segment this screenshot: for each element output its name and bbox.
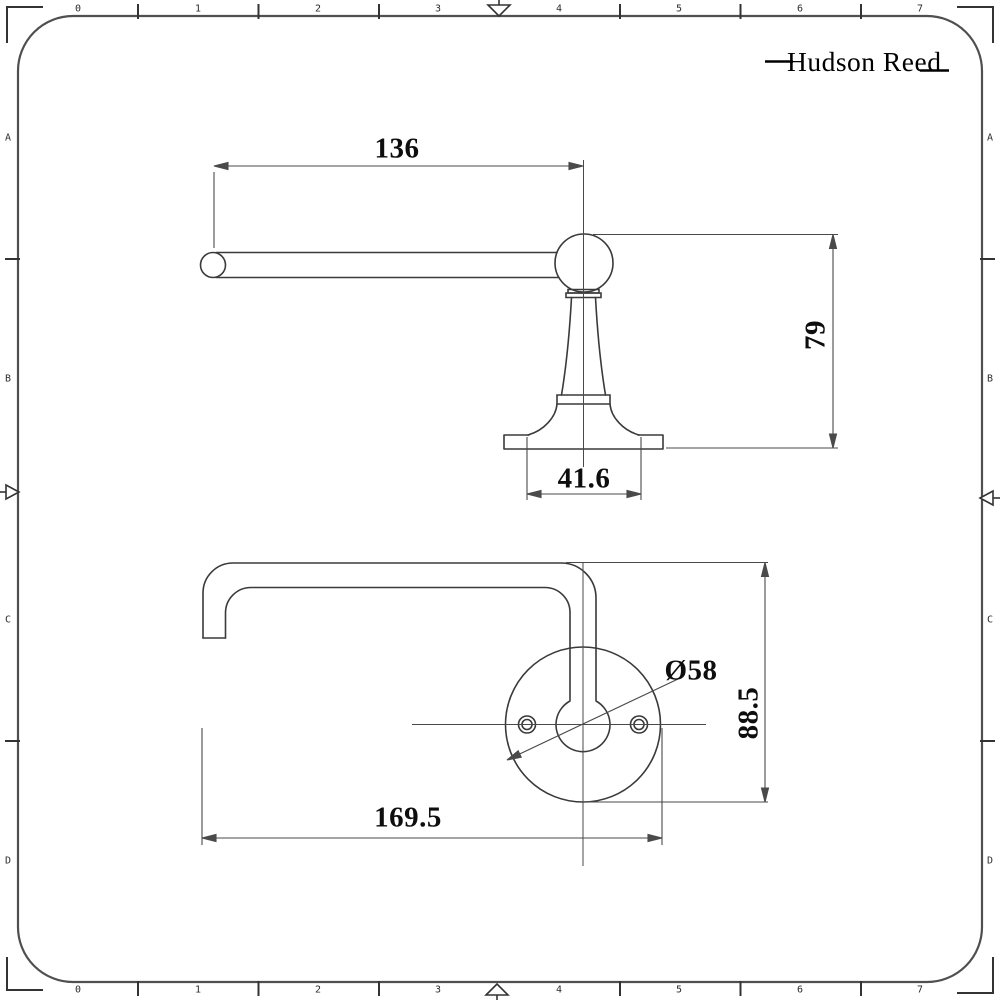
stem-right-edge xyxy=(594,296,607,396)
row-letter-right-d: D xyxy=(986,855,994,867)
arrowhead-169-5-right xyxy=(647,833,663,843)
arrowhead-88-5-bottom xyxy=(760,787,770,803)
arrowhead-88-5-top xyxy=(760,562,770,578)
wall-plate-profile xyxy=(503,434,664,450)
ruler-number-top-6: 6 xyxy=(796,3,804,15)
ruler-number-bottom-1: 1 xyxy=(194,984,202,996)
stem-left-edge xyxy=(560,296,573,396)
arm-end-cap xyxy=(199,251,227,279)
arrowhead-136-right xyxy=(568,161,584,171)
brand-logo: Hudson Reed xyxy=(787,46,942,77)
border-rounded-rect xyxy=(16,14,984,984)
corner-bracket-bottom-right xyxy=(957,957,994,994)
plan-arm-inner-edge xyxy=(224,586,571,701)
arrowhead-41-6-left xyxy=(526,489,542,499)
ruler-ticks-bottom xyxy=(137,981,862,996)
arrowhead-169-5-left xyxy=(201,833,217,843)
ruler-number-top-3: 3 xyxy=(434,3,442,15)
dim-label-projection: 79 xyxy=(799,320,832,350)
flare-right-edge xyxy=(609,403,640,436)
arrowhead-diameter xyxy=(506,749,522,761)
row-letter-right-b: B xyxy=(986,373,994,385)
flare-left-edge xyxy=(527,403,558,436)
ruler-number-top-2: 2 xyxy=(314,3,322,15)
plan-view-linework xyxy=(202,562,662,803)
arrowhead-136-left xyxy=(213,161,229,171)
arrowhead-41-6-right xyxy=(626,489,642,499)
ruler-number-top-4: 4 xyxy=(555,3,563,15)
ruler-number-top-1: 1 xyxy=(194,3,202,15)
ruler-number-bottom-6: 6 xyxy=(796,984,804,996)
row-letter-left-b: B xyxy=(4,373,12,385)
ruler-number-top-0: 0 xyxy=(74,3,82,15)
corner-bracket-bottom-left xyxy=(6,957,43,991)
upper-collar-base xyxy=(565,292,602,299)
dim-label-base-width: 41.6 xyxy=(557,462,611,495)
ruler-ticks-right xyxy=(980,258,995,742)
ruler-number-bottom-4: 4 xyxy=(555,984,563,996)
row-letter-left-c: C xyxy=(4,614,12,626)
plan-view-dimensions xyxy=(201,561,770,866)
ruler-number-top-7: 7 xyxy=(916,3,924,15)
row-letter-right-c: C xyxy=(986,614,994,626)
leader-line-diameter xyxy=(506,678,679,761)
ruler-number-bottom-3: 3 xyxy=(434,984,442,996)
dim-label-flange-diameter: Ø58 xyxy=(664,654,718,687)
side-view-linework xyxy=(199,233,664,450)
plan-arm-outer-edge xyxy=(202,562,597,701)
side-view-dimensions xyxy=(213,160,838,500)
dim-label-depth: 88.5 xyxy=(732,686,765,740)
dim-label-arm-length: 136 xyxy=(374,132,420,165)
center-marker-bottom-arrow-icon xyxy=(484,982,510,996)
row-letter-right-a: A xyxy=(986,132,994,144)
ruler-number-bottom-0: 0 xyxy=(74,984,82,996)
ruler-number-bottom-5: 5 xyxy=(675,984,683,996)
arrowhead-79-top xyxy=(828,234,838,250)
corner-bracket-top-right xyxy=(957,6,994,43)
arrowhead-79-bottom xyxy=(828,433,838,449)
ruler-number-bottom-2: 2 xyxy=(314,984,322,996)
dim-ext-41-6 xyxy=(526,437,642,500)
row-letter-left-a: A xyxy=(4,132,12,144)
dim-label-overall-length: 169.5 xyxy=(374,801,442,834)
ruler-number-bottom-7: 7 xyxy=(916,984,924,996)
corner-bracket-top-left xyxy=(6,6,43,43)
center-marker-right-arrow-icon xyxy=(978,489,994,507)
ruler-ticks-left xyxy=(5,258,20,742)
center-marker-left-arrow-icon xyxy=(5,483,21,501)
center-marker-top-arrow-icon xyxy=(486,4,512,18)
ruler-number-top-5: 5 xyxy=(675,3,683,15)
row-letter-left-d: D xyxy=(4,855,12,867)
ruler-ticks-top xyxy=(137,4,862,19)
dim-ext-169-5 xyxy=(201,728,663,845)
